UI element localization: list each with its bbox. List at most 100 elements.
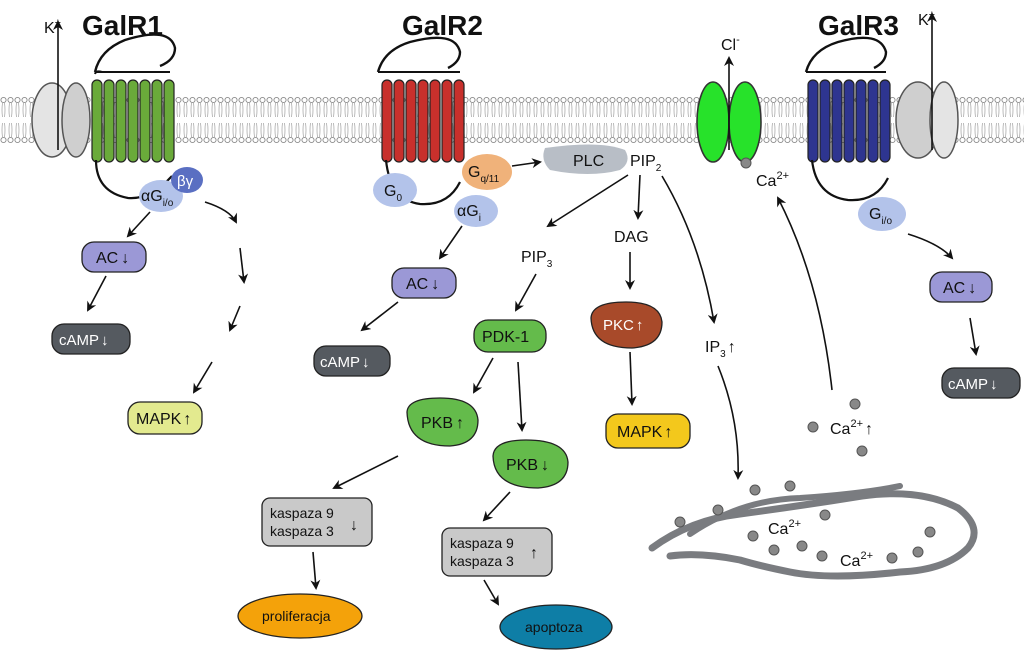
caspase-right-up-arrow-icon: ↑ [530, 545, 538, 562]
pkb-up-node [406, 397, 479, 447]
pip2-label: PIP2 [630, 153, 662, 174]
galr1-camp-label: cAMP↓ [59, 332, 109, 349]
pdk1-label: PDK-1 [482, 329, 529, 346]
galr1-ac-label: AC↓ [96, 250, 129, 267]
arrow-gio-to-ac [907, 233, 954, 260]
plc-node [543, 144, 628, 174]
galr1-ac-node [81, 241, 147, 273]
galr1-receptor [91, 79, 175, 163]
pkb-up-label: PKB↑ [421, 415, 464, 432]
galr3-ac-label: AC↓ [943, 280, 976, 297]
galr3-c-terminus [810, 159, 889, 202]
arrow-galr1-ac-to-camp [87, 275, 107, 312]
arrow-pip3-to-pdk1 [515, 273, 537, 312]
galr2-gq-label: Gq/11 [468, 164, 500, 185]
caspase-right-line1: kaspaza 9 [450, 535, 514, 551]
galr2-g0-node [373, 173, 417, 207]
galr2-n-terminus [376, 36, 462, 73]
cl-channel [696, 81, 762, 163]
apoptosis-label: apoptoza [525, 619, 583, 635]
galr2-alpha-gi-node [454, 195, 498, 227]
apoptosis-node [499, 604, 613, 650]
endoplasmic-reticulum [648, 490, 978, 580]
galr1-beta-gamma-node [171, 167, 203, 193]
galr2-alpha-gi-label: αGi [457, 203, 481, 224]
pkb-down-node [492, 439, 569, 489]
caspase-right-box [441, 527, 553, 577]
caspase-left-line1: kaspaza 9 [270, 505, 334, 521]
arrow-galr1-mapk-1 [204, 201, 237, 224]
galr1-alpha-g-label: αGi/o [141, 188, 174, 209]
arrow-pdk1-to-pkb-down [516, 361, 527, 432]
ca-er-label-1: Ca2+ [768, 518, 801, 538]
er-ca-dots [674, 480, 936, 564]
arrow-galr1-mapk-2 [238, 247, 249, 284]
k-channel-right [895, 81, 959, 159]
proliferation-node [237, 593, 363, 639]
k-ion-label-left: K+ [44, 17, 61, 37]
arrow-galr3-ac-to-camp [969, 317, 980, 356]
k-channel-left [31, 82, 91, 158]
plc-label: PLC [573, 153, 604, 170]
galr2-camp-node [313, 345, 391, 377]
arrow-galr1-mapk-3 [228, 305, 241, 332]
cl-ion-label: Cl- [721, 34, 740, 54]
galr2-title: GalR2 [402, 10, 483, 41]
galr3-camp-node [941, 367, 1021, 399]
arrow-galr2-ac-to-camp [360, 301, 399, 332]
arrow-ca-to-cl-channel [777, 196, 833, 391]
galr3-n-terminus [804, 36, 888, 73]
ca-dot [807, 421, 819, 433]
galr3-gio-label: Gi/o [869, 206, 892, 227]
ip3-label: IP3↑ [705, 339, 736, 360]
proliferation-label: proliferacja [262, 608, 331, 624]
caspase-left-line2: kaspaza 3 [270, 523, 334, 539]
pdk1-node [473, 319, 547, 353]
galr3-title: GalR3 [818, 10, 899, 41]
pip3-label: PIP3 [521, 249, 553, 270]
ca-membrane-label: Ca2+ [756, 170, 789, 190]
arrow-ip3-to-er [717, 365, 744, 480]
galr3-ac-node [929, 271, 993, 303]
galr3-gio-node [858, 197, 906, 231]
arrow-caspase-to-apoptosis [483, 579, 500, 606]
ca-er-label-2: Ca2+ [840, 550, 873, 570]
arrow-pip2-to-ip3 [661, 175, 718, 324]
arrow-pip2-to-pip3 [546, 174, 629, 228]
galr3-receptor [807, 79, 891, 163]
arrow-pdk1-to-pkb-up [473, 357, 494, 394]
arrow-gq-to-plc [511, 158, 542, 169]
galr1-beta-gamma-label: βγ [177, 173, 194, 190]
galr1-n-terminus [93, 33, 177, 73]
galr1-camp-node [51, 323, 131, 355]
arrow-pkb-down-to-caspase [482, 491, 511, 522]
galr2-mapk-label: MAPK↑ [617, 424, 672, 441]
arrow-pkb-up-to-caspase [332, 455, 399, 489]
arrow-pkc-to-mapk [626, 351, 637, 406]
arrow-gi-to-ac [438, 225, 463, 260]
arrow-caspase-to-proliferation [310, 551, 321, 590]
arrow-pip2-to-dag [633, 174, 644, 220]
dag-label: DAG [614, 229, 649, 246]
pkb-down-label: PKB↓ [506, 457, 549, 474]
galr2-ac-label: AC↓ [406, 276, 439, 293]
galr2-camp-label: cAMP↓ [320, 354, 370, 371]
ca-ion-bound-dot [740, 157, 752, 169]
arrow-galr1-mapk-4 [192, 361, 213, 394]
galr2-ac-node [391, 267, 457, 299]
galr1-alpha-g-node [139, 180, 183, 212]
galr2-mapk-node [605, 413, 691, 449]
pkc-label: PKC↑ [603, 317, 643, 334]
caspase-left-down-arrow-icon: ↓ [350, 517, 358, 534]
galr1-title: GalR1 [82, 10, 163, 41]
galr2-gq-node [462, 154, 512, 190]
caspase-right-line2: kaspaza 3 [450, 553, 514, 569]
ca-dot [849, 398, 861, 410]
galr2-receptor [381, 79, 465, 163]
pkc-node [590, 301, 663, 349]
ca-cytosol-label: Ca2+↑ [830, 418, 873, 438]
galr1-mapk-node [127, 401, 203, 435]
caspase-left-box [261, 497, 373, 547]
arrow-galr1-to-ac [126, 211, 151, 238]
